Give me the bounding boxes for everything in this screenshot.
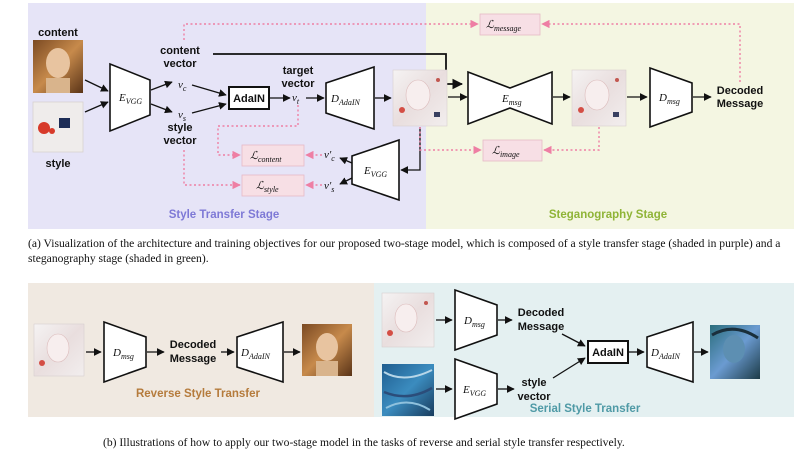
e-vgg-label: EVGG <box>118 92 142 106</box>
style-image <box>32 101 84 153</box>
serial-output-image <box>710 325 760 379</box>
e-vgg-lower-encoder-block <box>351 138 400 202</box>
steganography-stage-title: Steganography Stage <box>549 209 667 221</box>
loss-image-line-right <box>543 127 600 155</box>
vt-symbol: vt <box>292 92 300 106</box>
style-vector-label-2: vector <box>163 135 197 147</box>
reverse-output-image <box>302 324 352 376</box>
reverse-d-adain-block <box>236 320 284 384</box>
serial-adain-block <box>587 340 629 364</box>
serial-adain-label: AdaIN <box>592 347 624 359</box>
reverse-d-msg-block <box>103 320 147 384</box>
arrow-serial-style-vector-to-adain <box>552 357 586 379</box>
e-vgg-encoder-block <box>109 62 151 133</box>
serial-style-vector-label-1: style <box>521 377 546 389</box>
reverse-decoded-label-2: Message <box>170 353 216 365</box>
d-adain-label: DAdaIN <box>330 93 361 107</box>
arrow-serial-decoded-to-adain <box>561 333 586 347</box>
loss-style-label: ℒstyle <box>256 180 279 194</box>
decoded-label-2: Message <box>717 98 763 110</box>
serial-d-adain-block <box>646 320 694 384</box>
target-vector-label-1: target <box>283 65 314 77</box>
loss-style-line-left <box>183 150 241 190</box>
e-msg-label: Emsg <box>501 93 522 107</box>
loss-message-label: ℒmessage <box>486 19 521 33</box>
style-label: style <box>45 158 70 170</box>
serial-d-msg-block <box>454 288 498 352</box>
content-label: content <box>38 27 78 39</box>
content-vector-label-2: vector <box>163 58 197 70</box>
stylized-image <box>392 69 448 127</box>
reverse-d-adain-label: DAdaIN <box>240 347 271 361</box>
vs-symbol: vs <box>178 109 186 123</box>
e-vgg-lower-label: EVGG <box>363 165 387 179</box>
adain-label: AdaIN <box>233 93 265 105</box>
serial-e-vgg-label: EVGG <box>462 384 486 398</box>
serial-stylized-image <box>381 292 435 348</box>
d-msg-label: Dmsg <box>658 92 680 106</box>
loss-style-box <box>241 174 305 197</box>
arrow-style-to-evgg <box>84 101 109 113</box>
serial-style-transfer-title: Serial Style Transfer <box>530 403 641 415</box>
vc-prime-symbol: v′c <box>324 149 335 163</box>
arrow-vc-to-adain <box>191 84 227 97</box>
style-vector-label-1: style <box>167 122 192 134</box>
content-image <box>33 40 83 93</box>
vs-prime-symbol: v′s <box>324 180 334 194</box>
loss-image-box <box>482 139 543 162</box>
serial-style-vector-label-2: vector <box>517 391 551 403</box>
reverse-d-msg-label: Dmsg <box>112 347 134 361</box>
content-vector-label-1: content <box>160 45 200 57</box>
serial-d-adain-label: DAdaIN <box>650 347 681 361</box>
serial-e-vgg-block <box>454 357 498 421</box>
reverse-input-image <box>33 323 85 377</box>
serial-decoded-label-2: Message <box>518 321 564 333</box>
arrow-vs-to-adain <box>191 102 227 114</box>
loss-message-line-right <box>541 19 741 82</box>
decoded-label-1: Decoded <box>717 85 763 97</box>
arrow-evgg2-to-vs-prime <box>339 177 353 185</box>
loss-message-line-left <box>183 19 479 40</box>
e-msg-encoder-block <box>467 70 553 126</box>
caption-b: (b) Illustrations of how to apply our tw… <box>103 436 625 449</box>
serial-d-msg-label: Dmsg <box>463 315 485 329</box>
style-transfer-stage-title: Style Transfer Stage <box>169 209 280 221</box>
caption-a: (a) Visualization of the architecture an… <box>28 237 781 265</box>
loss-content-box <box>241 144 305 167</box>
vc-symbol: vc <box>178 79 187 93</box>
serial-style-image <box>382 364 434 416</box>
loss-image-label: ℒimage <box>492 145 520 159</box>
arrow-evgg-to-vs <box>150 103 173 114</box>
arrow-evgg-to-vc <box>150 80 173 91</box>
loss-image-line-left <box>419 127 482 155</box>
loss-content-line-left <box>217 105 299 160</box>
encoded-image <box>571 69 627 127</box>
loss-content-label: ℒcontent <box>250 150 282 164</box>
reverse-decoded-label-1: Decoded <box>170 339 216 351</box>
target-vector-label-2: vector <box>281 78 315 90</box>
arrow-content-to-evgg <box>84 79 109 92</box>
arrow-content-vector-to-emsg <box>213 53 464 90</box>
d-adain-decoder-block <box>325 65 375 131</box>
arrow-evgg2-to-vc-prime <box>339 157 353 165</box>
adain-block <box>228 86 270 110</box>
d-msg-decoder-block <box>649 66 693 129</box>
loss-message-box <box>479 13 541 36</box>
reverse-style-transfer-title: Reverse Style Transfer <box>136 388 261 400</box>
serial-decoded-label-1: Decoded <box>518 307 564 319</box>
